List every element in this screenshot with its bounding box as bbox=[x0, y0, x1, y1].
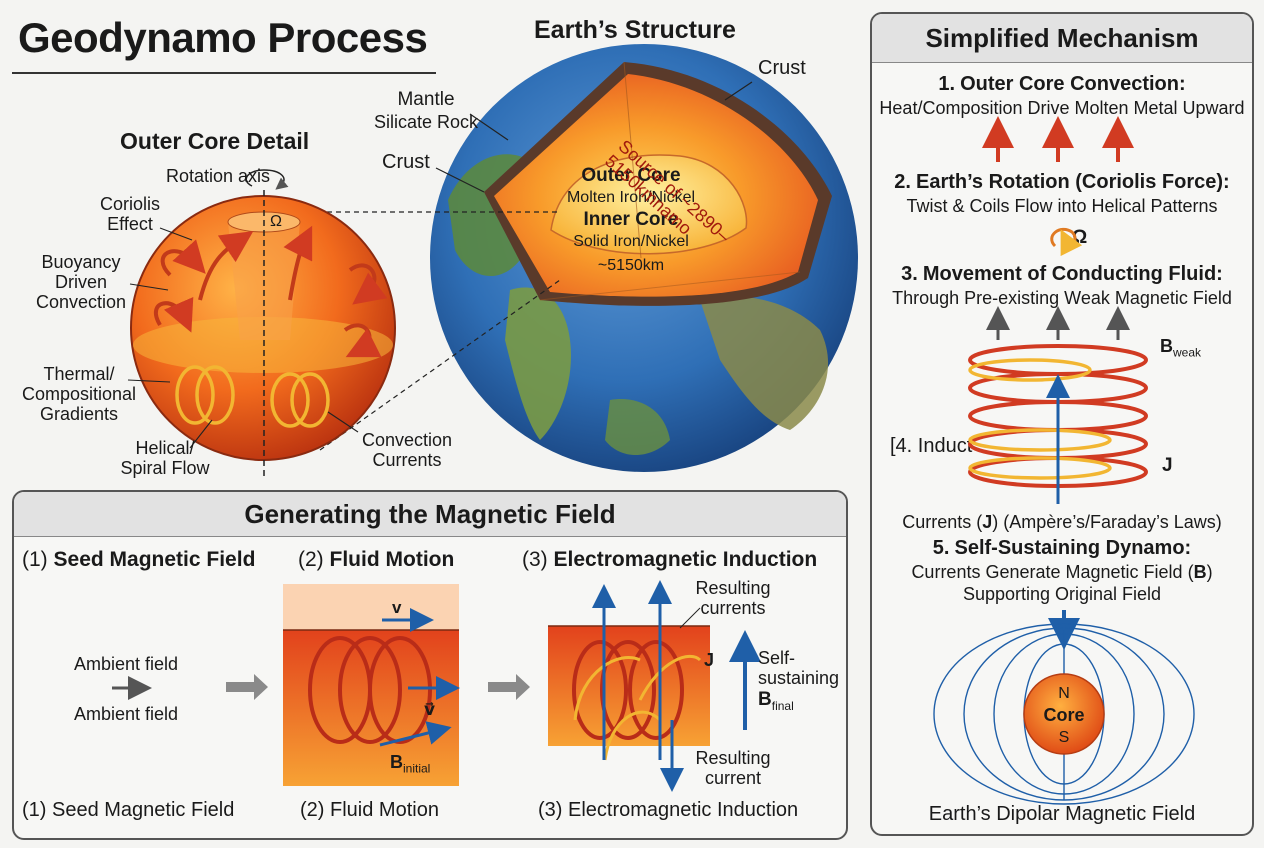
thermal-line2: Compositional bbox=[21, 384, 137, 404]
inner-core-sub-label: Solid Iron/Nickel bbox=[573, 233, 689, 250]
inner-core-cutaway bbox=[550, 154, 748, 255]
south-pole-label: S bbox=[1058, 729, 1070, 746]
ambient-field-label-2: Ambient field bbox=[74, 704, 179, 724]
step1-heading: (1) Seed Magnetic Field bbox=[22, 548, 256, 571]
outer-core-sub-label: Molten Iron/Nickel bbox=[566, 189, 696, 206]
thermal-line3: Gradients bbox=[39, 404, 119, 424]
velocity-vector-label: v⃗ bbox=[424, 700, 436, 719]
mechanism-step-2: 2. Earth’s Rotation (Coriolis Force): bbox=[894, 171, 1230, 193]
mechanism-step-1: 1. Outer Core Convection: bbox=[938, 73, 1186, 95]
mechanism-step-3: 3. Movement of Conducting Fluid: bbox=[901, 263, 1223, 285]
mantle-sub-label: Silicate Rock bbox=[373, 112, 479, 132]
landmass bbox=[505, 287, 571, 440]
helical-line1: Helical/ bbox=[135, 438, 195, 458]
mechanism-step-4-partial: [4. Induct bbox=[890, 435, 973, 457]
self-sustaining-line2: sustaining bbox=[758, 668, 840, 688]
page-title: Geodynamo Process bbox=[18, 14, 428, 61]
convection-line2: Currents bbox=[372, 450, 442, 470]
mechanism-step-5-desc1: Currents Generate Magnetic Field (B) bbox=[911, 562, 1213, 582]
b-final-label: Bfinal bbox=[758, 689, 794, 713]
coriolis-line2: Effect bbox=[107, 214, 153, 234]
mechanism-step-4-desc: Currents (J) (Ampère’s/Faraday’s Laws) bbox=[902, 512, 1222, 532]
north-pole-label: N bbox=[1058, 685, 1070, 702]
mechanism-step-5: 5. Self-Sustaining Dynamo: bbox=[932, 537, 1192, 559]
helical-line2: Spiral Flow bbox=[120, 458, 210, 478]
mechanism-panel: Simplified Mechanism 1. Outer Core Conve… bbox=[870, 12, 1254, 836]
earth-core-ball bbox=[1023, 673, 1105, 755]
rotation-axis-label: Rotation axis bbox=[166, 166, 271, 186]
title-divider bbox=[12, 72, 436, 74]
current-j-label: J bbox=[704, 650, 715, 670]
step3-heading: (3) Electromagnetic Induction bbox=[522, 548, 818, 571]
footer-step2: (2) Fluid Motion bbox=[300, 799, 439, 821]
mechanism-step-2-desc: Twist & Coils Flow into Helical Patterns bbox=[906, 196, 1218, 216]
landmass bbox=[605, 399, 670, 455]
mechanism-step-3-desc: Through Pre-existing Weak Magnetic Field bbox=[892, 288, 1232, 308]
magnetic-field-title: Generating the Magnetic Field bbox=[14, 492, 846, 537]
crust-left-label: Crust bbox=[382, 151, 430, 173]
mechanism-step-1-desc: Heat/Composition Drive Molten Metal Upwa… bbox=[879, 98, 1245, 118]
velocity-top-label: v bbox=[392, 598, 402, 617]
outer-core-detail-title: Outer Core Detail bbox=[120, 128, 310, 154]
earth-structure-title: Earth’s Structure bbox=[534, 16, 736, 44]
resulting-currents-line2: currents bbox=[700, 598, 766, 618]
ambient-field-label-1: Ambient field bbox=[74, 654, 179, 674]
mechanism-step-5-desc2: Supporting Original Field bbox=[962, 584, 1162, 604]
outer-core-label: Outer Core bbox=[581, 165, 681, 186]
omega-symbol: Ω bbox=[270, 213, 282, 230]
b-weak-label: Bweak bbox=[1160, 336, 1202, 360]
step2-heading: (2) Fluid Motion bbox=[298, 548, 455, 571]
inner-core-depth-label: ~5150km bbox=[597, 257, 665, 274]
resulting-currents-line1: Resulting bbox=[695, 578, 771, 598]
landmass bbox=[700, 296, 829, 430]
thermal-line1: Thermal/ bbox=[43, 364, 115, 384]
footer-step3: (3) Electromagnetic Induction bbox=[538, 799, 799, 821]
inner-core-label: Inner Core bbox=[583, 209, 679, 230]
resulting-current-line2: current bbox=[704, 768, 762, 788]
b-initial-label: Binitial bbox=[390, 752, 431, 776]
coriolis-line1: Coriolis bbox=[99, 194, 160, 214]
dipole-caption: Earth’s Dipolar Magnetic Field bbox=[928, 803, 1196, 825]
transition-arrow-2 bbox=[488, 674, 530, 700]
footer-step1: (1) Seed Magnetic Field bbox=[22, 799, 235, 821]
self-sustaining-line1: Self- bbox=[758, 648, 796, 668]
mantle-label: Mantle bbox=[397, 89, 455, 110]
core-label: Core bbox=[1043, 705, 1085, 725]
buoyancy-line1: Buoyancy bbox=[41, 252, 121, 272]
mechanism-j-label: J bbox=[1162, 455, 1173, 476]
convection-line1: Convection bbox=[361, 430, 453, 450]
transition-arrow-1 bbox=[226, 674, 268, 700]
crust-label: Crust bbox=[758, 57, 806, 79]
resulting-current-line1: Resulting bbox=[695, 748, 771, 768]
buoyancy-line2: Driven bbox=[54, 272, 107, 292]
mechanism-title: Simplified Mechanism bbox=[872, 14, 1252, 63]
buoyancy-line3: Convection bbox=[35, 292, 127, 312]
